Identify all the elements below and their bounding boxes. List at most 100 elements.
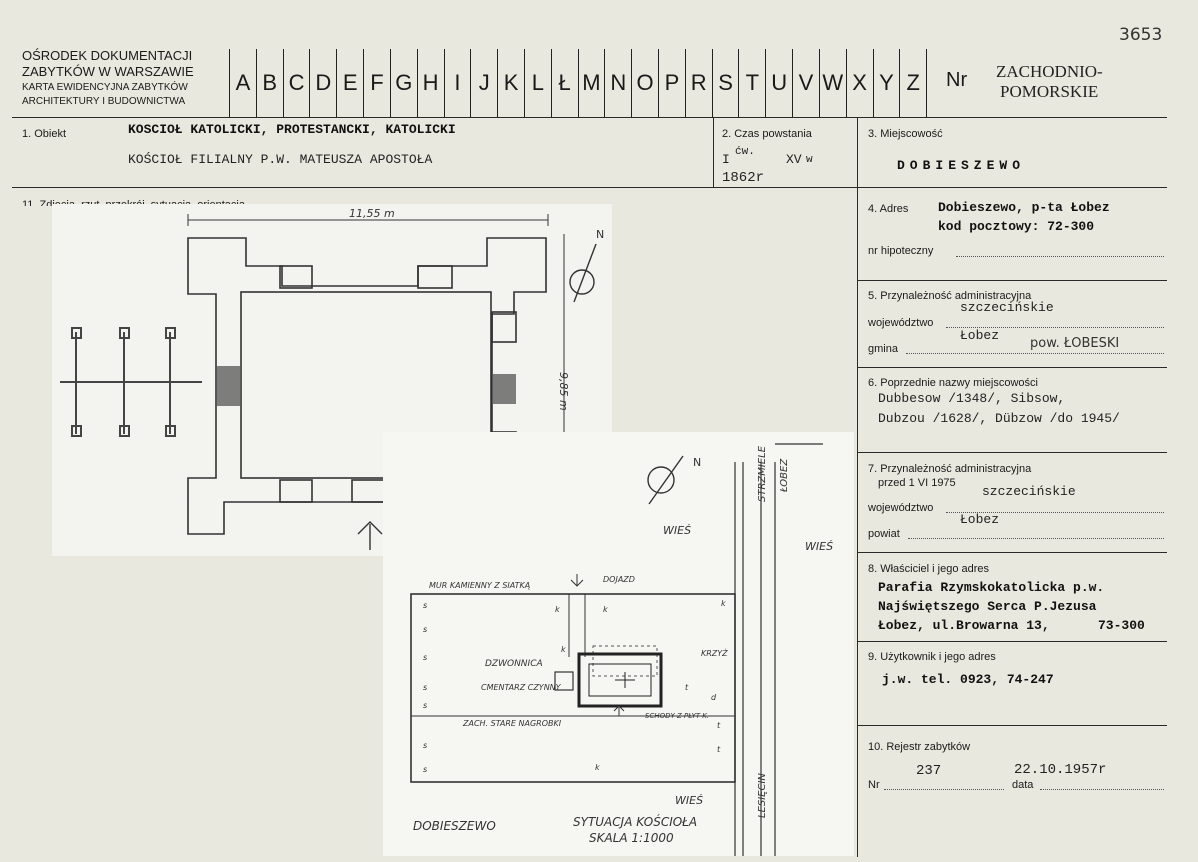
rejestr-nr-field: [884, 789, 1004, 790]
obiekt-line-2: KOŚCIOŁ FILIALNY P.W. MATEUSZA APOSTOŁA: [128, 152, 433, 167]
caption-place: DOBIESZEWO: [413, 819, 496, 833]
hipoteczny-label: nr hipoteczny: [868, 245, 934, 257]
index-letter: I: [445, 49, 472, 117]
czas-year: 1862r: [722, 170, 765, 186]
dzwonnica-label: DZWONNICA: [485, 659, 543, 669]
wlasciciel-line-2: Najświętszego Serca P.Jezusa: [878, 599, 1097, 614]
index-letter: U: [766, 49, 794, 117]
svg-text:s: s: [423, 625, 427, 634]
index-letter: C: [284, 49, 311, 117]
index-letter: Y: [874, 49, 901, 117]
rejestr-nr-label: Nr: [868, 779, 880, 791]
rule-after-6: [857, 452, 1167, 453]
rejestr-nr-value: 237: [916, 763, 942, 779]
rejestr-data-field: [1040, 789, 1164, 790]
floor-plan-drawing: 11,55 m 9,85 m N: [60, 207, 604, 550]
zdjecia-label: 11. Zdjęcia, rzut, przekrój, sytuacja, o…: [22, 199, 245, 206]
wies-label-3: WIEŚ: [675, 794, 703, 807]
poprzednie-line-2: Dubzou /1628/, Dübzow /do 1945/: [878, 411, 1120, 426]
index-letter: S: [713, 49, 740, 117]
czas-label: 2. Czas powstania: [722, 128, 812, 140]
divider-obiekt: [713, 117, 714, 187]
uzytkownik-label: 9. Użytkownik i jego adres: [868, 651, 996, 663]
index-letter: F: [364, 49, 391, 117]
index-letter: G: [391, 49, 418, 117]
index-letter: V: [793, 49, 820, 117]
czas-cw: ćw.: [735, 146, 755, 158]
header-rule: [12, 117, 1167, 118]
index-letter: M: [579, 49, 606, 117]
org-line-3: KARTA EWIDENCYJNA ZABYTKÓW: [22, 82, 188, 93]
czas-w: w: [806, 154, 813, 166]
svg-text:k: k: [561, 645, 566, 654]
miejscowosc-value: DOBIESZEWO: [897, 158, 1026, 173]
region-line-1: ZACHODNIO-: [996, 62, 1103, 81]
uzytkownik-value: j.w. tel. 0923, 74-247: [882, 672, 1054, 687]
svg-text:t: t: [685, 683, 689, 692]
poprzednie-label: 6. Poprzednie nazwy miejscowości: [868, 377, 1038, 389]
svg-text:s: s: [423, 701, 427, 710]
strzmiele-label: STRZMIELE: [757, 445, 768, 502]
svg-text:t: t: [717, 721, 721, 730]
plan-north-label: N: [596, 228, 604, 241]
caption-title: SYTUACJA KOŚCIOŁA: [573, 814, 697, 829]
czas-roman: I: [722, 152, 730, 167]
rejestr-data-value: 22.10.1957r: [1014, 762, 1107, 778]
index-letter: J: [471, 49, 499, 117]
mur-label: MUR KAMIENNY Z SIATKĄ: [429, 581, 530, 590]
wojewodztwo-label-7: województwo: [868, 502, 934, 514]
rejestr-label: 10. Rejestr zabytków: [868, 741, 971, 753]
wojewodztwo-field-5: [946, 327, 1164, 328]
svg-text:k: k: [603, 605, 608, 614]
cmentarz-label: CMENTARZ CZYNNY: [481, 683, 562, 692]
rejestr-data-label: data: [1012, 779, 1034, 791]
gmina-handwritten: pow. ŁOBESKI: [1030, 336, 1120, 351]
krzyz-label: KRZYŻ: [701, 648, 728, 658]
svg-text:k: k: [595, 763, 600, 772]
index-letter: L: [525, 49, 552, 117]
lobez-label: ŁOBEZ: [779, 458, 790, 493]
index-letter: H: [418, 49, 445, 117]
index-letter: D: [310, 49, 338, 117]
index-letter: K: [498, 49, 525, 117]
index-letter: R: [686, 49, 713, 117]
przynaleznosc-label: 5. Przynależność administracyjna: [868, 290, 1032, 302]
nr-label: Nr: [946, 69, 968, 91]
wies-label-1: WIEŚ: [663, 524, 691, 537]
org-line-4: ARCHITEKTURY I BUDOWNICTWA: [22, 96, 186, 107]
schody-label: SCHODY Z PŁYT K.: [645, 712, 709, 720]
width-dimension: 11,55 m: [349, 207, 395, 220]
poprzednie-line-1: Dubbesow /1348/, Sibsow,: [878, 391, 1066, 406]
svg-text:s: s: [423, 741, 427, 750]
org-line-2: ZABYTKÓW W WARSZAWIE: [22, 64, 194, 79]
gmina-label: gmina: [868, 343, 898, 355]
divider-right-column: [857, 117, 858, 857]
index-letter: N: [605, 49, 633, 117]
wlasciciel-label: 8. Właściciel i jego adres: [868, 563, 990, 575]
rule-after-5: [857, 367, 1167, 368]
powiat-label: powiat: [868, 528, 900, 540]
depth-dimension: 9,85 m: [557, 372, 570, 411]
hipoteczny-field: [956, 256, 1164, 257]
nagrobki-label: ZACH. STARE NAGROBKI: [462, 719, 562, 728]
svg-text:k: k: [721, 599, 726, 608]
svg-text:s: s: [423, 653, 427, 662]
wlasciciel-line-3: Łobez, ul.Browarna 13,: [878, 618, 1050, 633]
caption-scale: SKALA 1:1000: [589, 831, 674, 845]
index-letter: B: [257, 49, 284, 117]
lesiecin-label: LESIĘCIN: [757, 773, 768, 818]
adres-line-1: Dobieszewo, p-ta Łobez: [938, 200, 1110, 215]
przed1975-wojewodztwo: szczecińskie: [982, 484, 1076, 499]
index-letter: A: [230, 49, 257, 117]
powiat-field: [908, 538, 1164, 539]
miejscowosc-label: 3. Miejscowość: [868, 128, 943, 140]
card-number: 3653: [1119, 25, 1163, 45]
przed1975-label: 7. Przynależność administracyjna: [868, 463, 1032, 475]
index-letter: E: [337, 49, 365, 117]
obiekt-line-1: KOSCIOŁ KATOLICKI, PROTESTANCKI, KATOLIC…: [128, 122, 456, 137]
site-plan-photo: N WIEŚ STRZMIELE ŁOBEZ WIEŚ LESIĘCIN WIE…: [383, 432, 854, 856]
svg-text:k: k: [555, 605, 560, 614]
wies-label-2: WIEŚ: [805, 540, 833, 553]
site-north-label: N: [693, 456, 701, 469]
